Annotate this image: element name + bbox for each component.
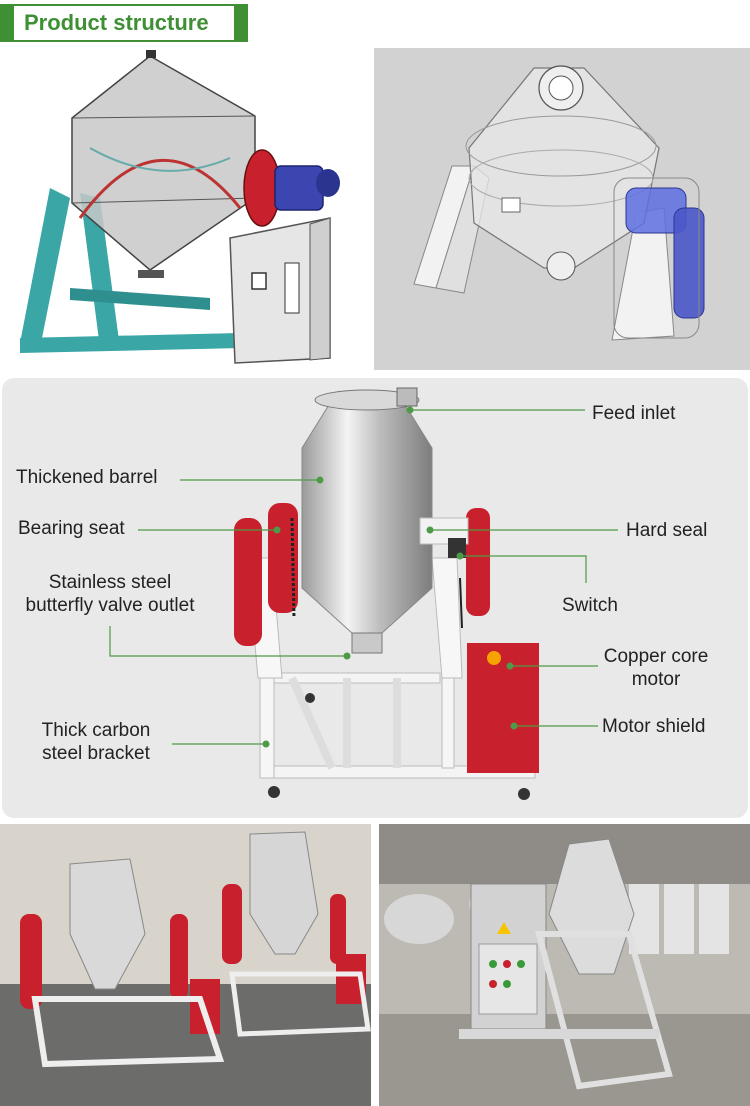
cad-drawing-transparent-view bbox=[374, 48, 750, 370]
label-bearing-seat: Bearing seat bbox=[18, 518, 125, 539]
label-copper-core-motor-line1: Copper core bbox=[603, 646, 709, 667]
label-thickened-barrel: Thickened barrel bbox=[16, 467, 158, 488]
label-valve-outlet-line1: Stainless steel bbox=[48, 572, 172, 593]
label-carbon-steel-bracket: Thick carbon steel bracket bbox=[30, 719, 162, 765]
label-feed-inlet: Feed inlet bbox=[592, 403, 676, 424]
photo-two-mixers bbox=[0, 824, 371, 1106]
photo-factory-mixer bbox=[379, 824, 750, 1106]
label-valve-outlet-line2: butterfly valve outlet bbox=[25, 595, 195, 616]
banner-accent-right bbox=[234, 4, 248, 42]
label-valve-outlet: Stainless steel butterfly valve outlet bbox=[20, 571, 200, 617]
label-carbon-steel-bracket-line2: steel bracket bbox=[42, 743, 150, 764]
section-title: Product structure bbox=[24, 10, 209, 35]
label-carbon-steel-bracket-line1: Thick carbon bbox=[41, 720, 151, 741]
label-motor-shield: Motor shield bbox=[602, 716, 706, 737]
machine-diagram bbox=[109, 387, 618, 800]
label-copper-core-motor: Copper core motor bbox=[596, 645, 716, 691]
label-copper-core-motor-line2: motor bbox=[631, 669, 681, 690]
cad-drawing-frame-view bbox=[20, 50, 340, 364]
banner-accent-left bbox=[0, 4, 14, 42]
section-banner bbox=[0, 4, 248, 42]
label-switch: Switch bbox=[562, 595, 618, 616]
label-hard-seal: Hard seal bbox=[626, 520, 708, 541]
